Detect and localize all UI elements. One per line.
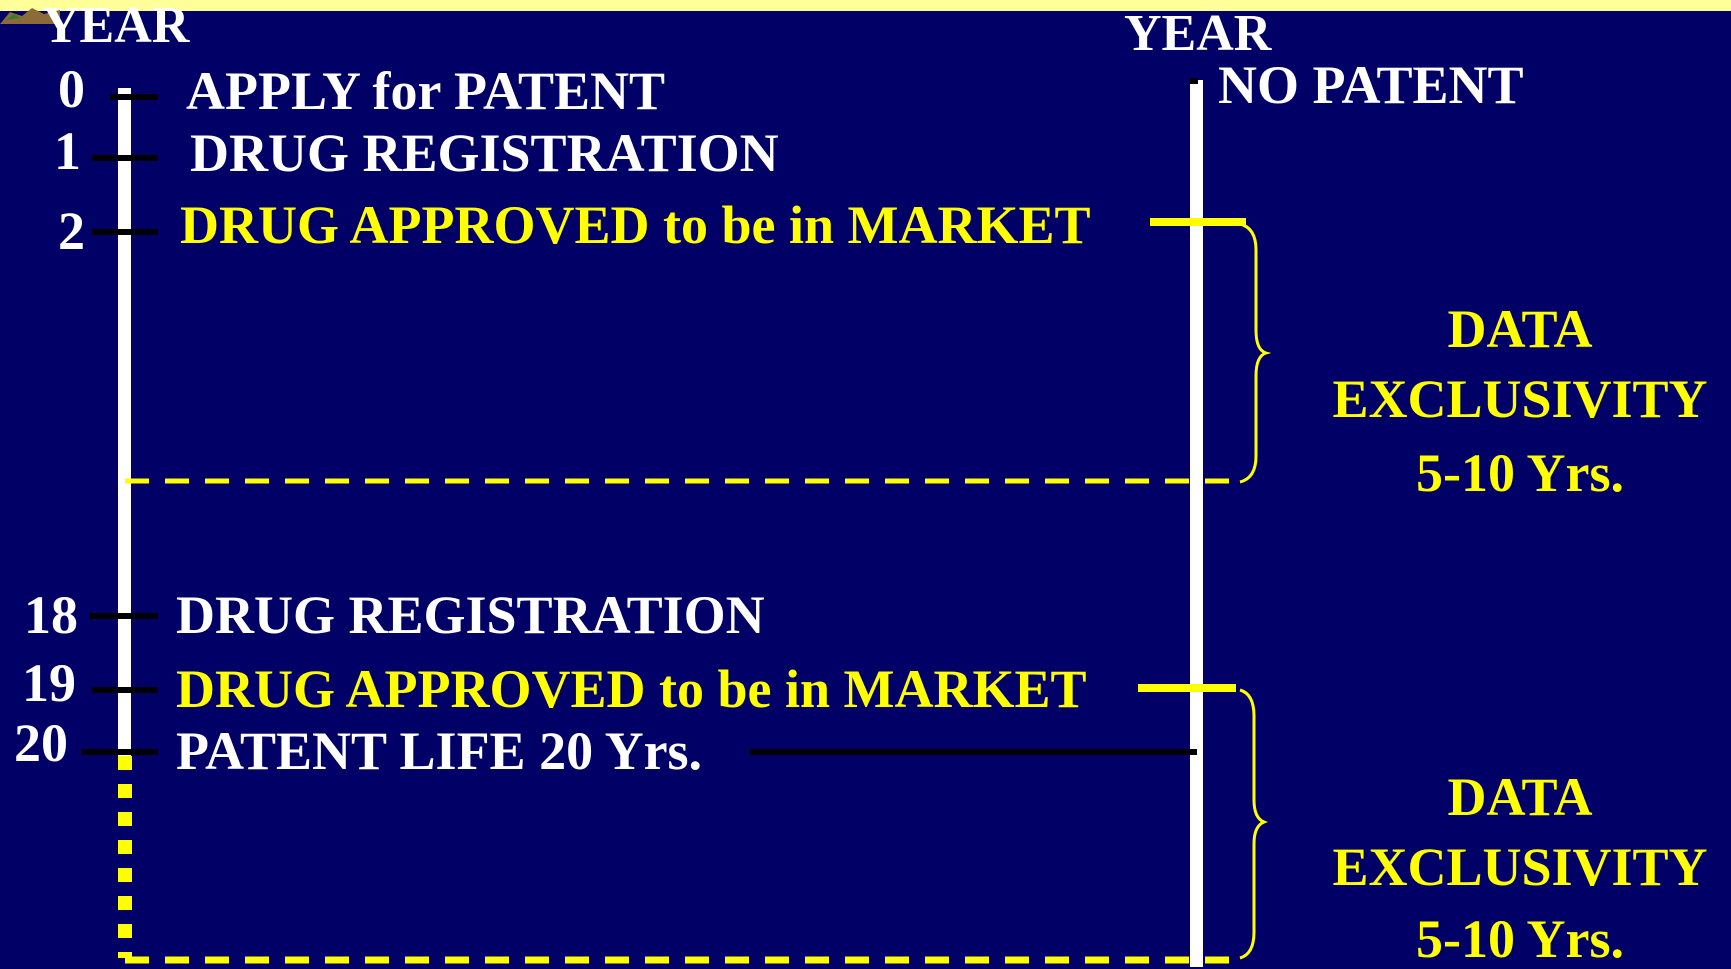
bracket-1-line-2: EXCLUSIVITY: [1332, 369, 1708, 429]
left-timeline-line: [118, 88, 131, 756]
bracket-2-line-2: EXCLUSIVITY: [1332, 837, 1708, 897]
drug-approved-label-1: DRUG APPROVED to be in MARKET: [180, 195, 1091, 255]
year-20-label: 20: [14, 713, 68, 773]
year-18-label: 18: [24, 585, 78, 645]
exclusivity-brace-2: [1239, 688, 1269, 960]
drug-registration-label-1: DRUG REGISTRATION: [190, 123, 779, 183]
bracket-2-line-1: DATA: [1447, 767, 1593, 827]
apply-patent-label: APPLY for PATENT: [186, 61, 666, 121]
drug-registration-label-2: DRUG REGISTRATION: [176, 585, 765, 645]
top-banner-bar: [0, 0, 1731, 11]
year-2-label: 2: [58, 201, 85, 261]
year-0-label: 0: [58, 59, 85, 119]
right-timeline-cap: [1190, 78, 1198, 84]
bracket-1-line-1: DATA: [1447, 299, 1593, 359]
patent-life-label: PATENT LIFE 20 Yrs.: [176, 721, 703, 781]
drug-approved-label-2: DRUG APPROVED to be in MARKET: [176, 659, 1087, 719]
corner-logo-icon: [0, 8, 60, 24]
left-axis-header: YEAR: [42, 0, 190, 54]
bracket-2-line-3: 5-10 Yrs.: [1416, 909, 1624, 969]
exclusivity-brace-1: [1239, 222, 1272, 484]
bracket-1-line-3: 5-10 Yrs.: [1416, 443, 1624, 503]
year-19-label: 19: [22, 653, 76, 713]
no-patent-label: NO PATENT: [1218, 55, 1524, 115]
right-timeline-line: [1190, 80, 1203, 967]
right-axis-header: YEAR: [1124, 5, 1272, 62]
year-1-label: 1: [54, 121, 81, 181]
